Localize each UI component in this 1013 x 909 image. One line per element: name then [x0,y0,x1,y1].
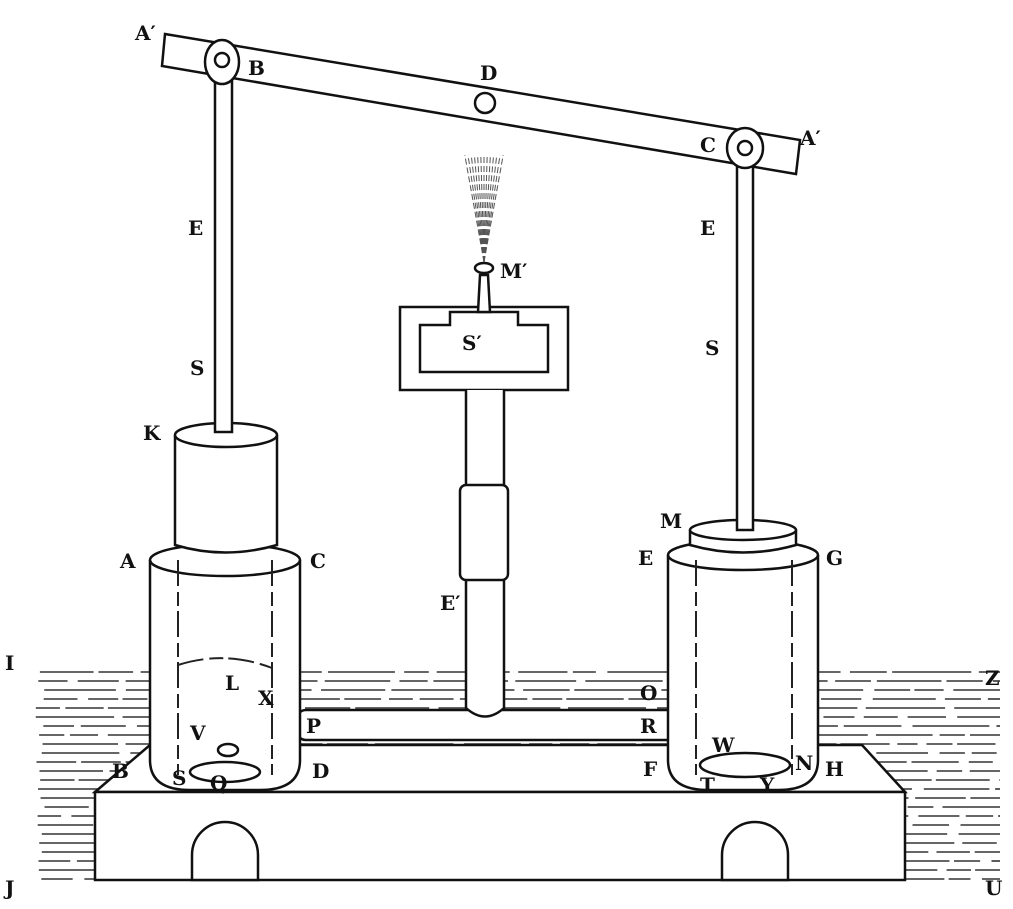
label: S [190,356,204,380]
label: Q [210,771,227,795]
left-jar [148,542,302,792]
right-rod [735,153,755,532]
label: D [480,61,497,85]
spray-line [467,154,485,263]
label: G [826,546,843,570]
label: U [985,876,1002,900]
left-rod [213,68,234,434]
label: M [660,509,682,533]
label: A′ [799,126,821,150]
left-piston [173,421,279,554]
label: M′ [500,259,527,283]
label: A′ [134,21,156,45]
label: N [795,751,813,775]
spray-line [483,154,501,263]
label: J [3,876,14,900]
label: E′ [440,591,461,615]
spray-line [470,154,485,263]
label: Z [985,666,1000,690]
label: T [700,773,715,797]
label: P [306,714,321,738]
center-chamber [398,154,570,718]
label: R [640,714,657,738]
label: B [248,56,265,80]
label: L [225,671,239,695]
label: A [119,549,136,573]
label: X [258,686,274,710]
label: E [638,546,653,570]
label: E [700,216,715,240]
label: O [640,681,657,705]
spray-line [464,154,485,263]
spray-jet [464,154,504,263]
label: C [310,549,326,573]
label: B [112,759,129,783]
label: Y [759,773,775,797]
beam-pivot-hole [473,91,497,115]
rocking-beam [160,32,802,176]
label: W [711,733,735,757]
label: V [189,721,206,745]
label: S′ [462,331,482,355]
label: C [700,133,716,157]
labels: A′ B D C A′ E S K M′ S′ E′ E S M A C E G… [3,21,1002,900]
spray-line [483,154,498,263]
right-jar [666,538,820,792]
spray-line [483,154,504,263]
label: S [705,336,719,360]
label: F [643,757,657,781]
label: E [188,216,203,240]
label: D [312,759,329,783]
label: H [825,757,844,781]
label: I [5,651,14,675]
label: S [172,766,186,790]
label: K [143,421,161,445]
